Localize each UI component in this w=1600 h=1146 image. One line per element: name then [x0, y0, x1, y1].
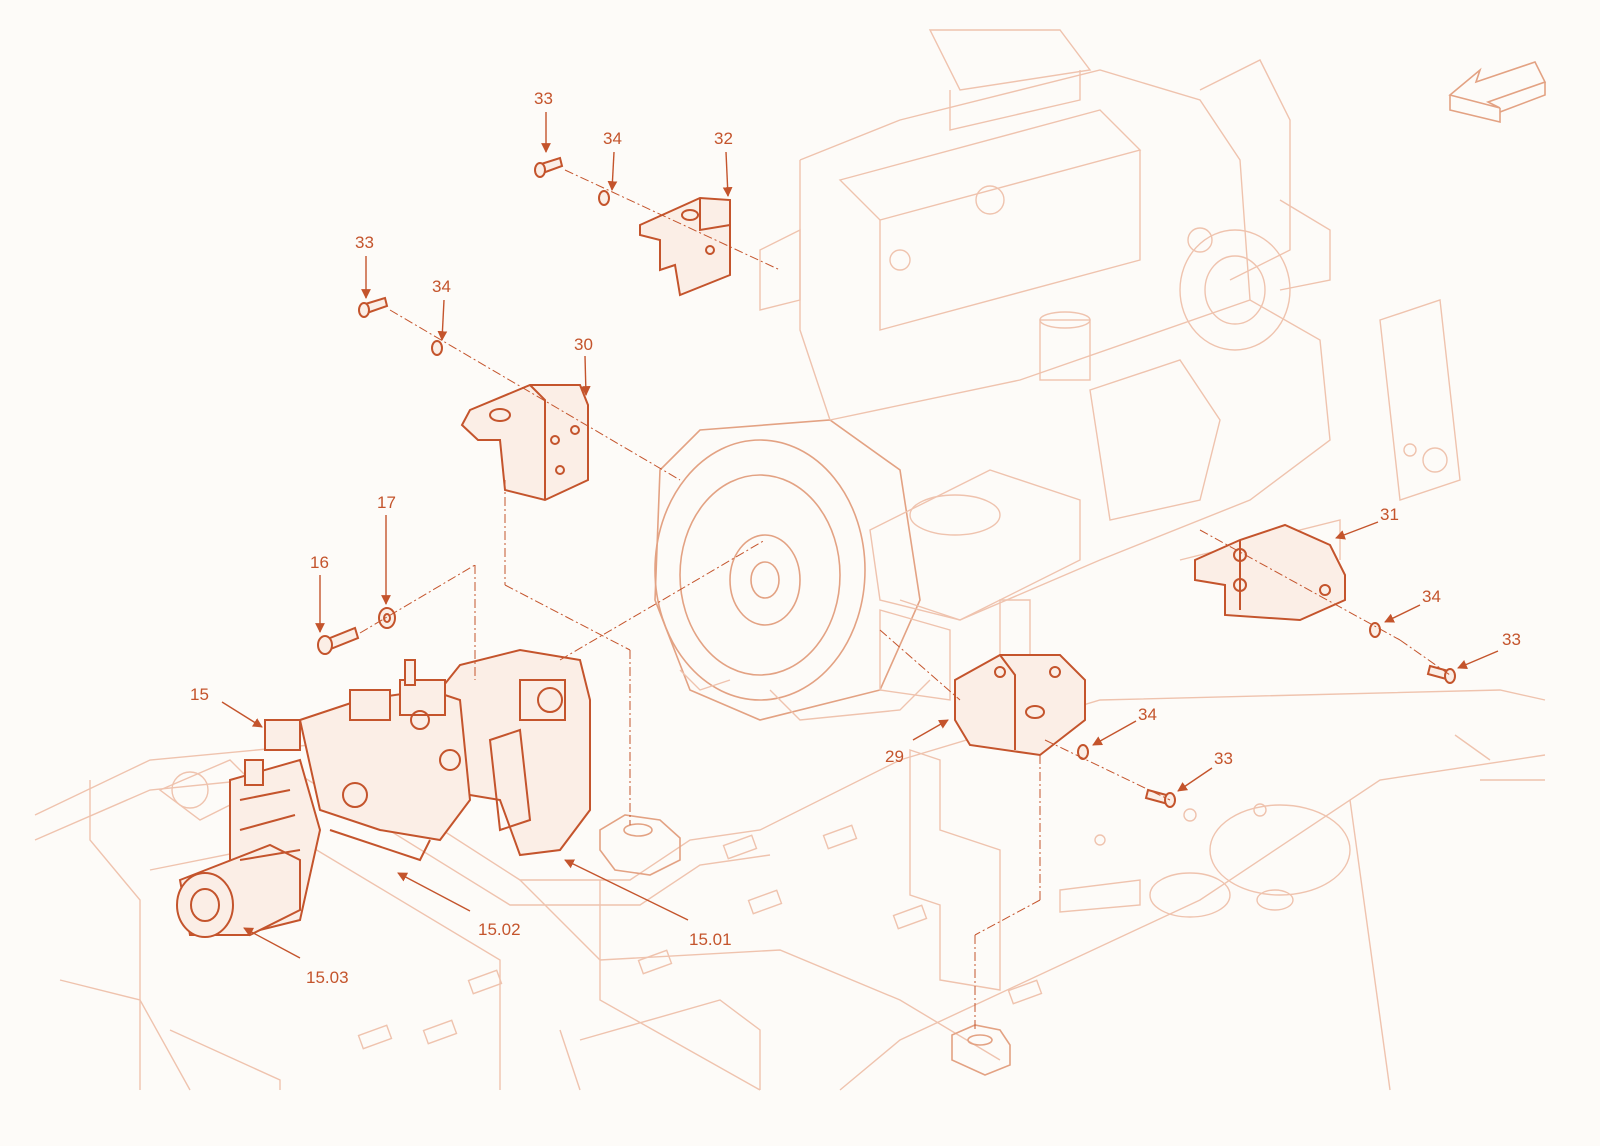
- washer-34a: [598, 190, 610, 206]
- bolt-33a: [534, 156, 564, 178]
- callout-31: 31: [1380, 505, 1399, 524]
- callout-34: 34: [603, 129, 622, 148]
- callout-15-02: 15.02: [478, 920, 521, 939]
- bolt-16: [317, 626, 360, 655]
- callout-32: 32: [714, 129, 733, 148]
- callout-16: 16: [310, 553, 329, 572]
- callout-33: 33: [534, 89, 553, 108]
- callout-34: 34: [1422, 587, 1441, 606]
- callout-33: 33: [355, 233, 374, 252]
- callout-leaders: [221, 112, 1499, 959]
- washer-34d: [1077, 744, 1089, 760]
- assembly-center-lines: [359, 169, 1451, 1030]
- bolt-33d: [1144, 788, 1176, 808]
- callout-34: 34: [1138, 705, 1157, 724]
- callout-30: 30: [574, 335, 593, 354]
- hydraulic-pump-illustration: [176, 648, 591, 938]
- callout-33: 33: [1214, 749, 1233, 768]
- bolt-33c: [1426, 664, 1456, 684]
- washer-17: [378, 607, 396, 629]
- callout-33: 33: [1502, 630, 1521, 649]
- support-plate: [909, 299, 1461, 991]
- direction-arrow-icon: [1448, 61, 1547, 124]
- engine-mount-rubber: [599, 814, 1011, 1076]
- washer-34b: [431, 340, 443, 356]
- callout-15-03: 15.03: [306, 968, 349, 987]
- engine-bracket-32: [639, 196, 731, 297]
- engine-bracket-29: [954, 654, 1086, 757]
- chassis-frame-illustration: [34, 689, 1546, 1091]
- callout-labels: 33 34 32 33 34 30 17 16 15 15.02 15.03 1…: [190, 89, 1521, 987]
- engine-bracket-30: [460, 384, 589, 502]
- callout-29: 29: [885, 747, 904, 766]
- washer-34c: [1369, 622, 1381, 638]
- callout-34: 34: [432, 277, 451, 296]
- callout-15-01: 15.01: [689, 930, 732, 949]
- callout-15: 15: [190, 685, 209, 704]
- callout-17: 17: [377, 493, 396, 512]
- bolt-33b: [358, 296, 389, 318]
